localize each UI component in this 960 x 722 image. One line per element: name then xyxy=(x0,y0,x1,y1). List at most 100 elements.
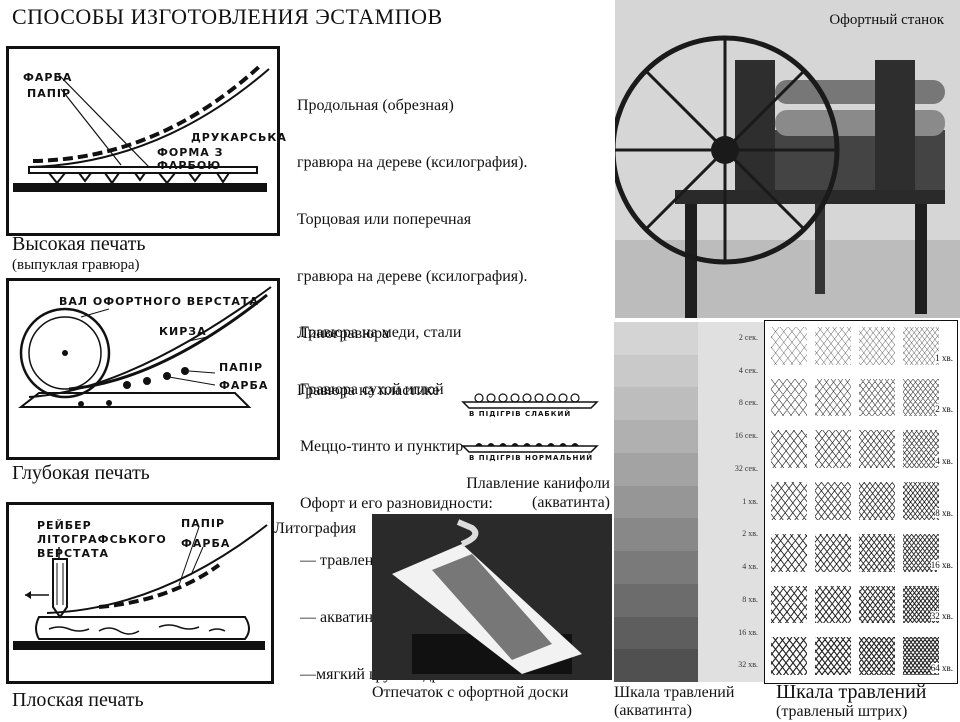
aquatint-step-label: 1 хв. xyxy=(742,496,758,506)
relief-label-paper: ПАПІР xyxy=(27,87,72,100)
desc-line: гравюра на дереве (ксилография). xyxy=(297,154,528,171)
intaglio-label-roller: ВАЛ ОФОРТНОГО ВЕРСТАТА xyxy=(59,295,259,308)
aquatint-scale-step: 4 сек. xyxy=(614,354,764,388)
desc-line: Гравюра на меди, стали xyxy=(300,324,462,341)
line-scale-swatch xyxy=(771,637,807,675)
aquatint-swatch xyxy=(614,387,698,421)
line-scale-swatch xyxy=(903,482,939,520)
line-scale-caption: Шкала травлений (травленый штрих) xyxy=(776,682,927,722)
line-scale-label: 64 хв. xyxy=(930,663,953,673)
line-caption-2: (травленый штрих) xyxy=(776,703,908,720)
desc-line: Линогравюра xyxy=(297,325,390,342)
relief-print-diagram: ФАРБА ПАПІР ДРУКАРСЬКА ФОРМА З ФАРБОЮ xyxy=(6,46,286,236)
relief-caption: Высокая печать xyxy=(12,233,146,255)
line-scale-swatch xyxy=(859,482,895,520)
aquatint-step-label: 32 сек. xyxy=(734,463,758,473)
plano-label-scraper-3: ВЕРСТАТА xyxy=(37,547,110,560)
line-scale-swatch xyxy=(815,327,851,365)
aquatint-scale-step: 1 хв. xyxy=(614,485,764,519)
desc-line: Продольная (обрезная) xyxy=(297,97,454,114)
line-scale-label: 16 хв. xyxy=(930,559,953,570)
line-scale-swatch xyxy=(903,327,939,365)
line-caption-1: Шкала травлений xyxy=(776,681,927,703)
desc-line: Гравюра сухой иглой xyxy=(300,381,444,398)
aquatint-swatch xyxy=(614,616,698,650)
melt-label-normal: В ПІДІГРІВ НОРМАЛЬНИЙ xyxy=(469,454,594,462)
aquatint-caption-2: (акватинта) xyxy=(614,702,692,719)
aquatint-swatch xyxy=(614,354,698,388)
aquatint-swatch xyxy=(614,322,698,355)
aquatint-swatch xyxy=(614,518,698,552)
line-scale-swatch xyxy=(771,378,807,417)
aquatint-scale: 2 сек. 4 сек. 8 сек. 16 сек. 32 сек. 1 хв. 2 х… xyxy=(614,322,764,682)
aquatint-step-label: 16 хв. xyxy=(738,627,758,637)
line-scale-label: 4 хв. xyxy=(935,456,953,467)
line-scale-swatch xyxy=(859,378,895,417)
aquatint-swatch xyxy=(614,583,698,617)
desc-line: Офорт и его разновидности: xyxy=(300,495,493,512)
aquatint-caption-1: Шкала травлений xyxy=(614,684,735,701)
line-etch-scale: 1 хв.2 хв.4 хв.8 хв.16 хв.32 хв.64 хв. xyxy=(764,320,958,684)
line-scale-swatch xyxy=(771,585,807,624)
page-title: СПОСОБЫ ИЗГОТОВЛЕНИЯ ЭСТАМПОВ xyxy=(12,4,443,29)
aquatint-scale-step: 32 хв. xyxy=(614,649,764,682)
etching-press-photo: Офортный станок xyxy=(615,0,960,318)
plano-label-paint: ФАРБА xyxy=(181,537,231,550)
aquatint-step-label: 4 хв. xyxy=(742,562,758,572)
press-photo-caption: Офортный станок xyxy=(827,12,946,29)
aquatint-step-label: 8 сек. xyxy=(738,398,758,408)
plano-label-scraper-2: ЛІТОГРАФСЬКОГО xyxy=(37,533,167,546)
desc-line: Меццо-тинто и пунктир xyxy=(300,438,464,455)
intaglio-caption: Глубокая печать xyxy=(12,462,150,484)
line-scale-swatch xyxy=(903,430,939,469)
line-scale-label: 8 хв. xyxy=(935,507,953,518)
aquatint-swatch xyxy=(614,649,698,682)
intaglio-label-paint: ФАРБА xyxy=(219,379,269,392)
line-scale-swatch xyxy=(771,533,807,572)
desc-line: Гравюра на пластике xyxy=(297,382,440,399)
line-scale-swatch xyxy=(815,637,851,675)
line-scale-swatch xyxy=(815,482,851,520)
aquatint-step-label: 4 сек. xyxy=(738,365,758,375)
relief-subcaption: (выпуклая гравюра) xyxy=(12,257,140,273)
line-scale-swatch xyxy=(859,585,895,624)
melt-caption-2: (акватинта) xyxy=(532,494,610,511)
melt-label-weak: В ПІДІГРІВ СЛАБКИЙ xyxy=(469,410,572,418)
aquatint-scale-step: 2 сек. xyxy=(614,322,764,355)
desc-line: Торцовая или поперечная xyxy=(297,211,472,228)
line-scale-swatch xyxy=(859,533,895,572)
plano-label-paper: ПАПІР xyxy=(181,517,226,530)
melt-caption: Плавление канифоли (акватинта) xyxy=(446,474,610,512)
aquatint-scale-step: 16 хв. xyxy=(614,616,764,650)
intaglio-print-diagram: ВАЛ ОФОРТНОГО ВЕРСТАТА КИРЗА ПАПІР ФАРБА xyxy=(6,278,280,460)
line-scale-swatch xyxy=(815,430,851,469)
line-scale-swatch xyxy=(771,430,807,469)
aquatint-swatch xyxy=(614,485,698,519)
line-scale-swatch xyxy=(859,637,895,675)
aquatint-scale-step: 8 хв. xyxy=(614,583,764,617)
line-scale-swatch xyxy=(815,533,851,572)
line-scale-swatch xyxy=(859,430,895,469)
intaglio-label-paper: ПАПІР xyxy=(219,361,264,374)
print-photo-caption: Отпечаток с офортной доски xyxy=(372,684,569,701)
aquatint-step-label: 2 хв. xyxy=(742,529,758,539)
line-scale-swatch xyxy=(815,378,851,417)
relief-label-form-1: ДРУКАРСЬКА xyxy=(191,131,287,144)
aquatint-scale-step: 32 сек. xyxy=(614,452,764,486)
aquatint-scale-step: 8 сек. xyxy=(614,387,764,421)
line-scale-swatch xyxy=(771,482,807,520)
aquatint-step-label: 8 хв. xyxy=(742,594,758,604)
relief-label-paint: ФАРБА xyxy=(23,71,73,84)
line-scale-swatch xyxy=(771,327,807,365)
line-scale-label: 32 хв. xyxy=(930,611,953,622)
line-scale-swatch xyxy=(903,378,939,417)
melt-caption-1: Плавление канифоли xyxy=(466,475,610,492)
intaglio-label-felt: КИРЗА xyxy=(159,325,207,338)
planographic-print-diagram: РЕЙБЕР ЛІТОГРАФСЬКОГО ВЕРСТАТА ПАПІР ФАР… xyxy=(6,502,274,684)
relief-description: Продольная (обрезная) гравюра на дереве … xyxy=(297,58,527,419)
line-scale-swatch xyxy=(815,585,851,624)
aquatint-scale-step: 16 сек. xyxy=(614,420,764,453)
plano-label-scraper-1: РЕЙБЕР xyxy=(37,519,92,532)
planographic-caption: Плоская печать xyxy=(12,689,144,711)
aquatint-scale-step: 4 хв. xyxy=(614,551,764,584)
